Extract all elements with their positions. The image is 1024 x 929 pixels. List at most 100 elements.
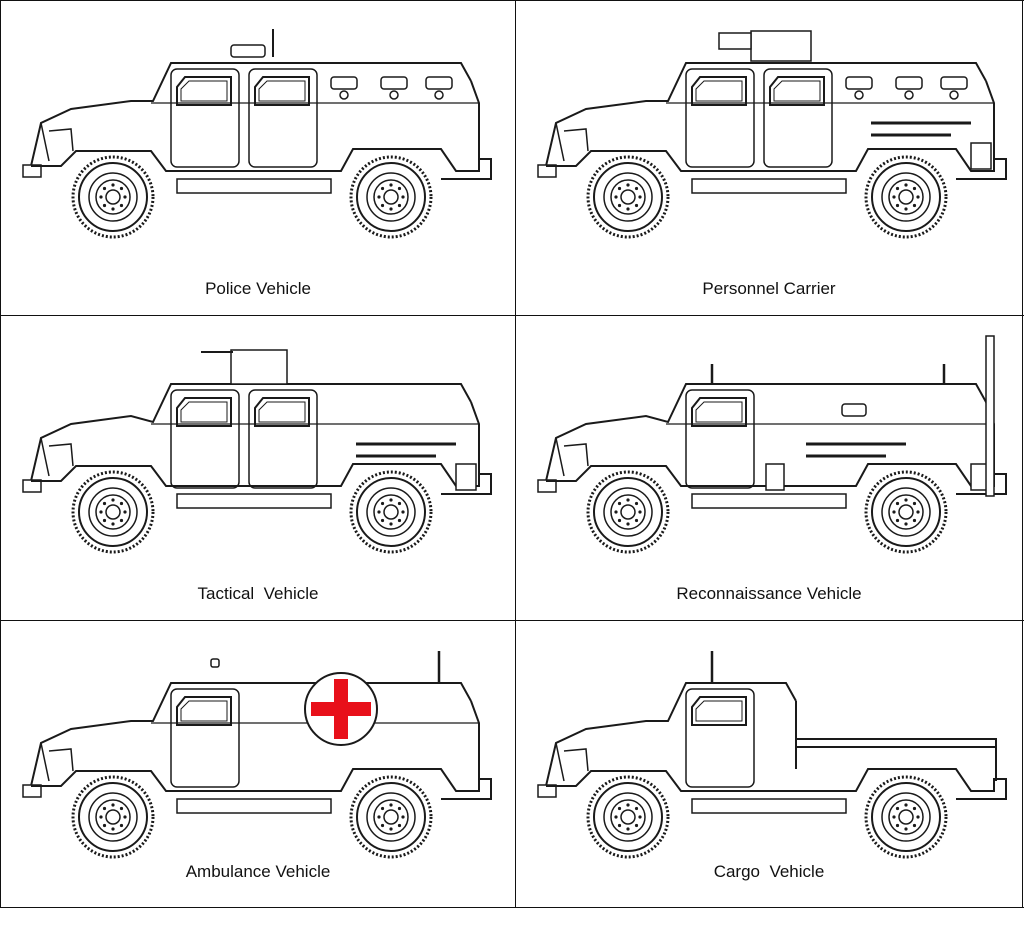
ambulance-vehicle-caption: Ambulance Vehicle [185, 862, 331, 881]
window [691, 397, 747, 427]
window [691, 76, 747, 106]
wheel [586, 775, 670, 859]
door [170, 389, 240, 489]
door [763, 68, 833, 168]
firing-port [845, 76, 873, 90]
cargo-vehicle-caption: Cargo Vehicle [713, 862, 825, 881]
lower-body-outline [31, 148, 492, 180]
lower-body-outline [31, 463, 492, 495]
tactical-vehicle-svg [22, 349, 492, 554]
tactical-vehicle-caption: Tactical Vehicle [197, 584, 319, 603]
hood-outline [545, 62, 987, 167]
personnel-carrier-caption: Personnel Carrier [702, 279, 836, 298]
firing-port [330, 76, 358, 90]
ambulance-vehicle-svg [22, 651, 492, 859]
wheel [71, 155, 155, 239]
grille [40, 437, 74, 477]
firing-port [940, 76, 968, 90]
grid-border-bottom [0, 907, 1024, 908]
firing-port [841, 403, 867, 417]
grid-divider-row1 [0, 315, 1024, 316]
door [685, 389, 755, 489]
cargo-vehicle-svg [537, 651, 1007, 859]
hood-outline [545, 383, 987, 482]
firing-port [895, 76, 923, 90]
door [685, 68, 755, 168]
lower-body-outline [546, 463, 1007, 495]
side-step [176, 798, 332, 814]
vehicle-body [22, 349, 492, 554]
rear-outline [470, 401, 480, 474]
grid-divider-vertical [515, 0, 516, 908]
grille [40, 122, 74, 162]
window [254, 76, 310, 106]
vehicle-body [22, 651, 492, 859]
reconnaissance-vehicle-caption: Reconnaissance Vehicle [676, 584, 862, 603]
wheel [864, 470, 948, 554]
hood-outline [30, 682, 472, 787]
wheel [864, 775, 948, 859]
wheel [349, 470, 433, 554]
grid-border-right [1022, 0, 1023, 908]
hood-outline [30, 383, 472, 482]
wheel [586, 470, 670, 554]
door [170, 688, 240, 788]
remote-weapon-station [230, 349, 288, 385]
window [691, 696, 747, 726]
cell-reconnaissance-vehicle: Reconnaissance Vehicle [516, 316, 1022, 620]
window [176, 76, 232, 106]
side-step [691, 798, 847, 814]
wheel [349, 155, 433, 239]
window [769, 76, 825, 106]
cell-tactical-vehicle: Tactical Vehicle [1, 316, 515, 620]
cargo-bed [795, 701, 997, 781]
door [170, 68, 240, 168]
window [176, 397, 232, 427]
window [254, 397, 310, 427]
light-bar [230, 44, 266, 58]
jerry-can [970, 142, 992, 170]
lower-body-outline [546, 148, 1007, 180]
rear-outline [470, 700, 480, 779]
firing-port [425, 76, 453, 90]
wheel [71, 775, 155, 859]
grid-border-top [0, 0, 1024, 1]
cell-cargo-vehicle: Cargo Vehicle [516, 621, 1022, 907]
tool-rack [356, 442, 456, 458]
jerry-can [455, 463, 477, 491]
rear-outline [470, 80, 480, 159]
grille [555, 122, 589, 162]
cell-ambulance-vehicle: Ambulance Vehicle [1, 621, 515, 907]
cell-police-vehicle: Police Vehicle [1, 1, 515, 315]
grille [40, 742, 74, 782]
recon-vehicle-svg [537, 335, 1007, 554]
side-step [691, 493, 847, 509]
firing-port [380, 76, 408, 90]
roof-weapon [718, 32, 752, 50]
wheel [586, 155, 670, 239]
side-step [176, 493, 332, 509]
police-vehicle-caption: Police Vehicle [205, 279, 311, 298]
lower-body-outline [31, 768, 492, 800]
grid-divider-row2 [0, 620, 1024, 621]
door [248, 389, 318, 489]
beacon [210, 658, 220, 668]
vehicle-body [537, 30, 1007, 239]
vehicle-body [22, 29, 492, 239]
door [248, 68, 318, 168]
window [176, 696, 232, 726]
telescopic-mast [985, 335, 995, 497]
grille [555, 742, 589, 782]
police-vehicle-svg [22, 29, 492, 239]
red-cross-emblem [304, 672, 378, 746]
wheel [71, 470, 155, 554]
side-step [176, 178, 332, 194]
vehicle-body [537, 651, 1007, 859]
roof-turret [750, 30, 812, 62]
wheel [864, 155, 948, 239]
personnel-vehicle-svg [537, 30, 1007, 239]
hood-outline [30, 62, 472, 167]
door [685, 688, 755, 788]
grille [555, 437, 589, 477]
